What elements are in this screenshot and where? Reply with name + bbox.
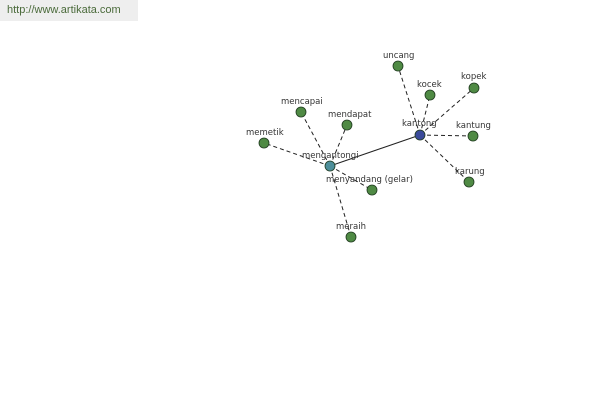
node-uncang[interactable] (392, 60, 404, 72)
node-label-karung: karung (455, 167, 485, 177)
edge-mengantongi-memetik (263, 142, 331, 167)
node-kantung[interactable] (467, 130, 479, 142)
node-label-mendapat: mendapat (328, 110, 372, 120)
edge-kantong-kopek (419, 87, 475, 136)
edge-mengantongi-meraih (329, 165, 352, 238)
edge-mengantongi-menyandang (329, 165, 373, 191)
node-label-menyandang: menyandang (gelar) (326, 175, 413, 185)
node-meraih[interactable] (345, 231, 357, 243)
node-menyandang[interactable] (366, 184, 378, 196)
node-mendapat[interactable] (341, 119, 353, 131)
node-label-memetik: memetik (246, 128, 284, 138)
node-label-kantung: kantung (456, 121, 491, 131)
node-label-mengantongi: mengantongi (302, 151, 359, 161)
labels-layer: uncang kocek kopek kantung karung mencapai men… (246, 51, 491, 232)
node-mengantongi[interactable] (324, 160, 336, 172)
node-label-mencapai: mencapai (281, 97, 323, 107)
node-label-kopek: kopek (461, 72, 486, 82)
edge-mengantongi-mendapat (329, 124, 348, 167)
edge-kantong-kantung (419, 134, 474, 137)
node-label-kantong: kantong (402, 119, 437, 129)
edge-mengantongi-mencapai (300, 111, 331, 167)
nodes-layer (258, 60, 480, 243)
node-karung[interactable] (463, 176, 475, 188)
node-label-uncang: uncang (383, 51, 414, 61)
node-label-meraih: meraih (336, 222, 366, 232)
node-kopek[interactable] (468, 82, 480, 94)
header-bar (0, 0, 138, 21)
node-mencapai[interactable] (295, 106, 307, 118)
node-label-kocek: kocek (417, 80, 442, 90)
node-kantong[interactable] (414, 129, 426, 141)
edges-layer (263, 65, 475, 238)
site-link[interactable]: http://www.artikata.com (7, 4, 121, 16)
node-memetik[interactable] (258, 137, 270, 149)
edge-kantong-karung (419, 134, 470, 183)
edge-kantong-mengantongi (329, 134, 421, 167)
edge-kantong-kocek (419, 94, 431, 136)
node-kocek[interactable] (424, 89, 436, 101)
edge-kantong-uncang (397, 65, 421, 136)
